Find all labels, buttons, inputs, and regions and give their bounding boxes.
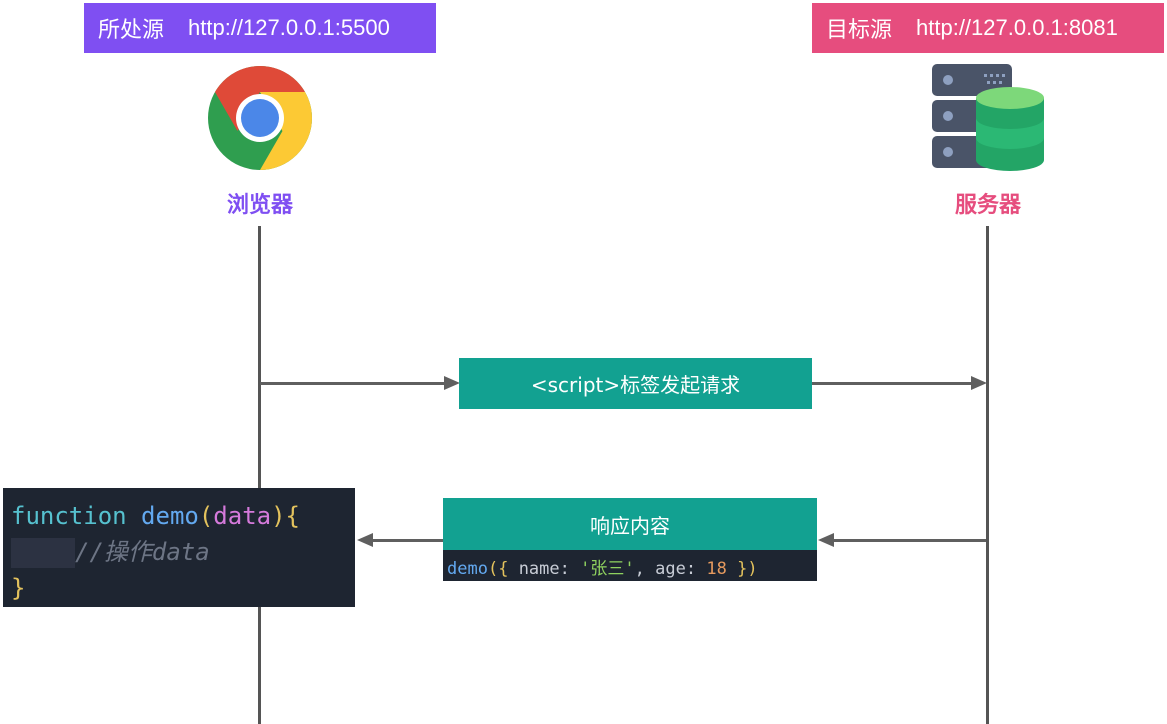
client-code-fn: demo [141, 502, 199, 530]
response-label: 响应内容 [590, 513, 670, 538]
target-origin-label: 目标源 [826, 18, 893, 43]
client-code-param: data [213, 502, 272, 530]
request-arrow-head-right [971, 376, 987, 390]
response-code-colon-2: : [685, 559, 697, 579]
source-origin-url: http://127.0.0.1:5500 [188, 15, 390, 40]
response-code-key-age: age [655, 559, 686, 579]
client-code-open-paren: ( [198, 502, 214, 530]
source-origin-label: 所处源 [98, 18, 165, 43]
server-lifeline [986, 226, 989, 724]
client-code-close-brace: } [11, 574, 26, 602]
response-arrow-head-left [357, 533, 373, 547]
server-label: 服务器 [954, 193, 1021, 218]
client-code-line-2: //操作data [11, 534, 355, 570]
request-box: <script>标签发起请求 [459, 358, 812, 409]
response-code-open: ({ [487, 559, 509, 579]
browser-label: 浏览器 [226, 193, 293, 218]
target-origin-url: http://127.0.0.1:8081 [916, 15, 1118, 40]
response-code-key-name: name [518, 559, 560, 579]
client-code-comment: //操作data [75, 538, 210, 566]
response-code-comma: , [634, 559, 645, 579]
response-code: demo({ name: '张三', age: 18 }) [443, 550, 817, 581]
response-code-colon-1: : [559, 559, 570, 579]
chrome-icon [208, 66, 312, 170]
request-label: <script>标签发起请求 [530, 373, 741, 397]
client-code-close-paren: ) [271, 502, 286, 530]
client-code-line-1: function demo(data){ [11, 498, 355, 534]
response-arrow-line-left [372, 539, 443, 542]
response-code-value-age: 18 [706, 559, 727, 579]
response-box: 响应内容 [443, 498, 817, 550]
request-arrow-line-right [812, 382, 972, 385]
request-arrow-line-left [260, 382, 446, 385]
response-code-close: }) [737, 559, 758, 579]
source-origin-badge: 所处源 http://127.0.0.1:5500 [84, 3, 436, 53]
response-code-fn: demo [447, 559, 488, 579]
client-code-open-brace: { [285, 502, 300, 530]
request-arrow-head-left [444, 376, 460, 390]
indent-guide [11, 538, 75, 568]
client-code-line-3: } [11, 570, 355, 606]
client-code-keyword: function [11, 502, 127, 530]
browser-lifeline [258, 226, 261, 724]
response-code-value-name: '张三' [580, 559, 635, 579]
server-database-icon [932, 64, 1044, 171]
client-code-block: function demo(data){ //操作data } [3, 488, 355, 607]
response-arrow-head-right [818, 533, 834, 547]
response-arrow-line-right [834, 539, 986, 542]
target-origin-badge: 目标源 http://127.0.0.1:8081 [812, 3, 1164, 53]
